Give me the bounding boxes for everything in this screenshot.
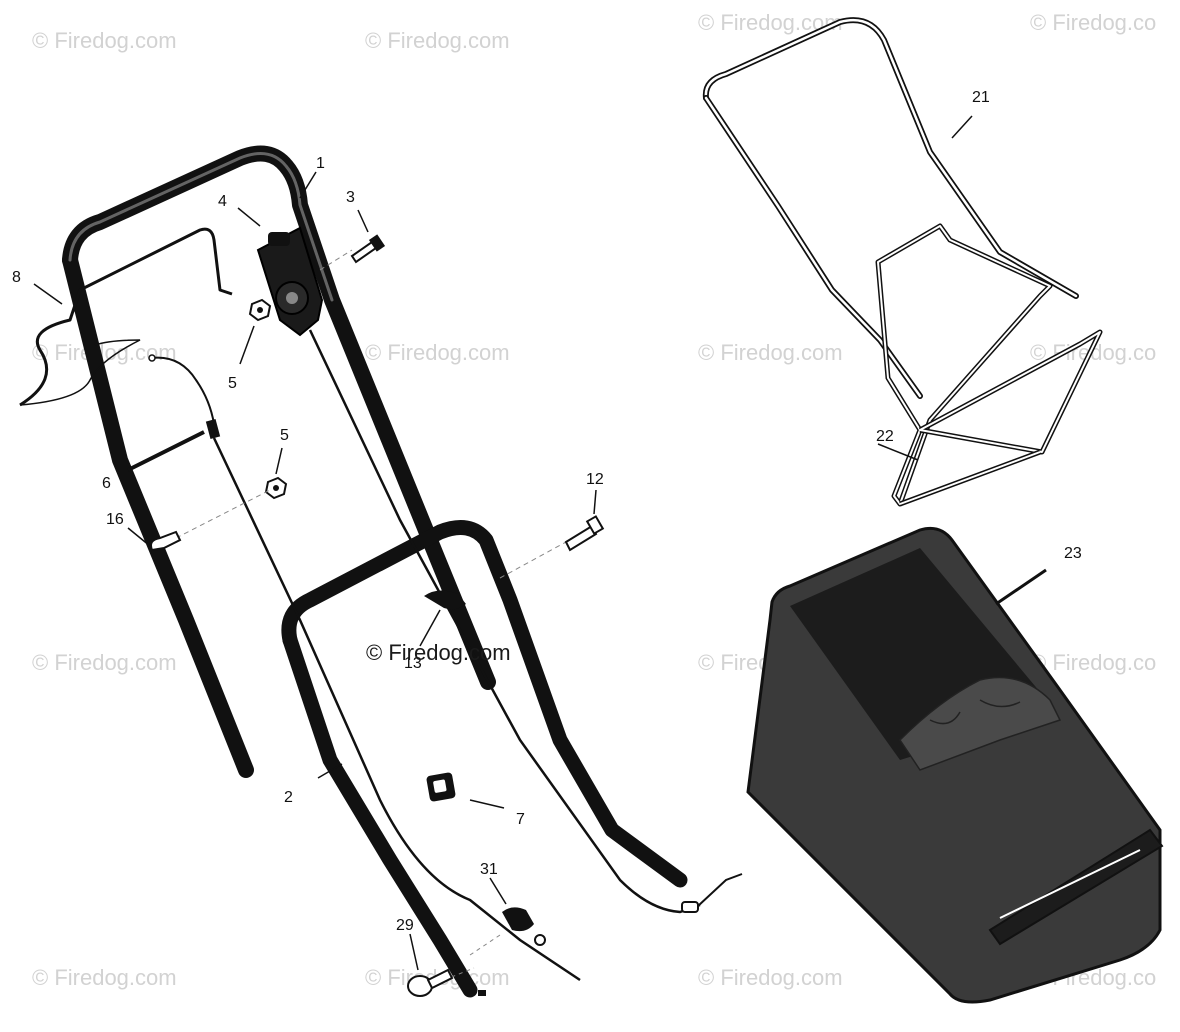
watermark-text: © Firedog.com — [365, 28, 510, 53]
callout-7: 7 — [516, 811, 525, 828]
callout-4: 4 — [218, 193, 227, 210]
watermark-text: © Firedog.com — [32, 650, 177, 675]
grass-bag-part-23 — [746, 526, 1164, 1004]
spring-connector — [681, 873, 743, 913]
callout-29: 29 — [396, 917, 414, 934]
bag-frame-part-21 — [702, 17, 1079, 399]
carriage-bolt-part-29 — [407, 967, 475, 997]
watermark-text: © Firedog.com — [32, 340, 177, 365]
watermark-text: © Firedog.com — [32, 965, 177, 990]
lower-handle-part-2 — [281, 520, 688, 998]
watermark-text: © Firedog.co — [1030, 10, 1156, 35]
wing-bolt-part-16 — [150, 489, 271, 552]
callout-31: 31 — [480, 861, 498, 878]
callout-5: 5 — [228, 375, 237, 392]
knob-part-13 — [424, 590, 466, 610]
callout-1: 1 — [316, 155, 325, 172]
callout-21: 21 — [972, 89, 990, 106]
cable-part-6 — [148, 329, 701, 982]
callout-labels: 1 2 3 4 5 5 6 7 8 12 13 16 21 22 23 29 3… — [12, 89, 1082, 934]
cable-clip-part-7 — [426, 772, 456, 802]
callout-13: 13 — [404, 655, 422, 672]
watermark-text-center: © Firedog.com — [366, 640, 511, 665]
callout-5: 5 — [280, 427, 289, 444]
bolt-part-12 — [499, 515, 605, 579]
callout-23: 23 — [1064, 545, 1082, 562]
callout-22: 22 — [876, 428, 894, 445]
callout-6: 6 — [102, 475, 111, 492]
watermark-text: © Firedog.com — [32, 28, 177, 53]
callout-3: 3 — [346, 189, 355, 206]
watermark-text: © Firedog.com — [698, 340, 843, 365]
nut-part-5 — [248, 298, 288, 500]
control-box-part-4 — [256, 226, 324, 337]
callout-8: 8 — [12, 269, 21, 286]
callout-12: 12 — [586, 471, 604, 488]
bag-bottom-frame-part-22 — [875, 223, 1103, 507]
watermark-text: © Firedog.com — [698, 965, 843, 990]
callout-2: 2 — [284, 789, 293, 806]
watermark-text: © Firedog.co — [1030, 650, 1156, 675]
leader-lines — [33, 115, 1047, 971]
lever-clip-part-31 — [469, 907, 546, 956]
watermark-text: © Firedog.com — [365, 340, 510, 365]
callout-16: 16 — [106, 511, 124, 528]
screw-part-3 — [319, 234, 386, 271]
bail-lever-part-8 — [19, 227, 233, 407]
